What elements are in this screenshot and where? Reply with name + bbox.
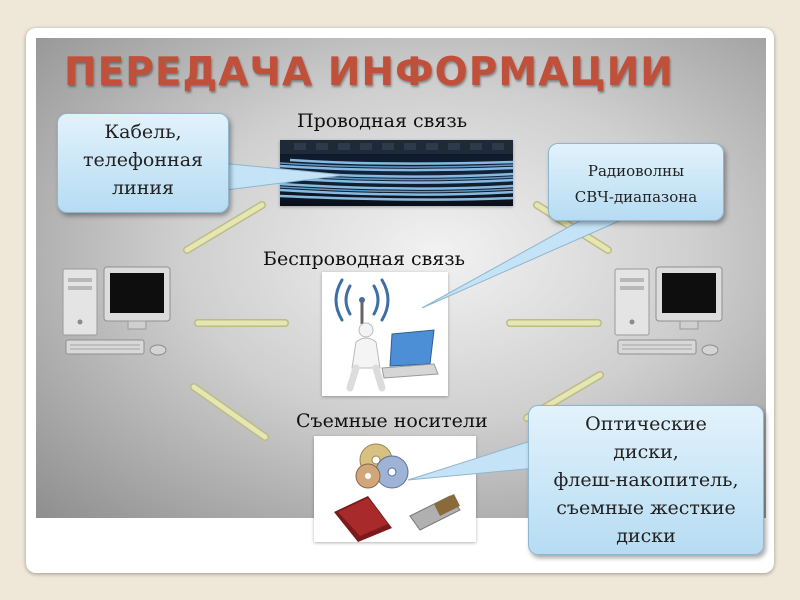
heading-wired: Проводная связь <box>297 110 468 132</box>
slide-title: ПЕРЕДАЧА ИНФОРМАЦИИ <box>64 50 674 95</box>
media-callout-line-2: диски, <box>613 441 679 463</box>
heading-removable: Съемные носители <box>296 410 488 432</box>
computer-left-icon <box>62 266 171 356</box>
cable-callout-line-1: Кабель, <box>104 121 182 143</box>
wireless-person-laptop-image <box>322 272 448 396</box>
network-cables-image <box>280 140 513 206</box>
radio-callout-line-1: Радиоволны <box>587 162 685 180</box>
cable-callout-line-3: линия <box>111 177 175 199</box>
media-callout: Оптические диски, флеш-накопитель, съемн… <box>528 405 764 555</box>
media-callout-line-4: съемные жесткие <box>556 497 736 519</box>
heading-wireless: Беспроводная связь <box>263 248 465 270</box>
radio-callout-line-2: СВЧ-диапазона <box>574 188 698 206</box>
media-callout-line-3: флеш-накопитель, <box>553 469 739 491</box>
media-callout-line-5: диски <box>616 525 676 547</box>
media-callout-line-1: Оптические <box>585 413 707 435</box>
cable-callout-line-2: телефонная <box>82 149 204 171</box>
computer-right-icon <box>614 266 723 356</box>
cable-callout: Кабель, телефонная линия <box>57 113 229 213</box>
radio-callout: Радиоволны СВЧ-диапазона <box>548 143 724 221</box>
